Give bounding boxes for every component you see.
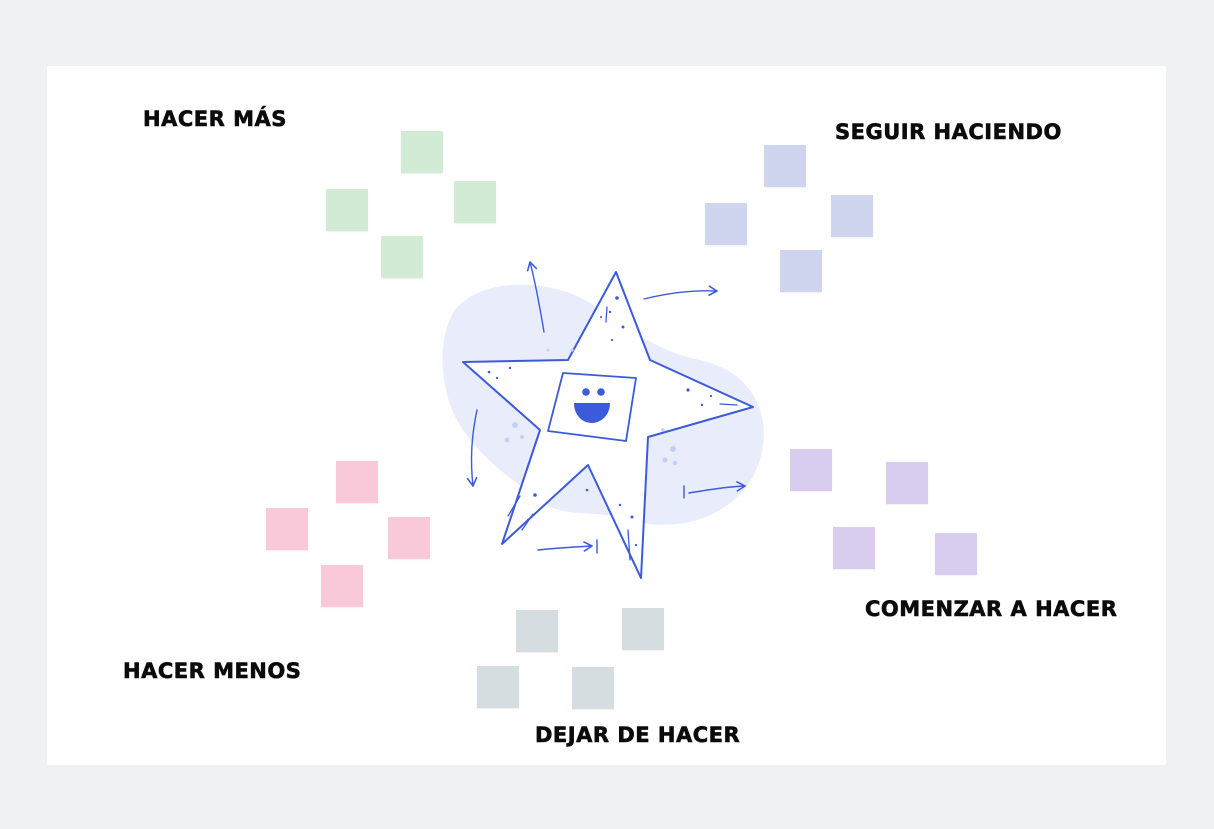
label-hacer-menos: HACER MENOS — [123, 659, 302, 684]
sticky-note-green[interactable] — [401, 131, 443, 173]
arrow-icon — [537, 541, 593, 552]
sticky-note-blue[interactable] — [764, 145, 806, 187]
sticky-note-blue[interactable] — [705, 203, 747, 245]
sticky-note-blue[interactable] — [831, 195, 873, 237]
sticky-note-pink[interactable] — [321, 565, 363, 607]
label-seguir-haciendo: SEGUIR HACIENDO — [835, 120, 1062, 145]
blob-dots — [504, 348, 678, 466]
arrow-icon — [526, 261, 545, 333]
eye-right — [597, 388, 605, 396]
arrow-icon — [688, 481, 746, 494]
arrow-icon — [466, 409, 478, 487]
sticky-note-purple[interactable] — [935, 533, 977, 575]
sticky-note-gray[interactable] — [572, 667, 614, 709]
sticky-note-green[interactable] — [381, 236, 423, 278]
label-dejar-de-hacer: DEJAR DE HACER — [535, 723, 741, 748]
sticky-note-purple[interactable] — [886, 462, 928, 504]
star-speckles — [487, 296, 713, 547]
sticky-note-gray[interactable] — [622, 608, 664, 650]
sticky-note-purple[interactable] — [790, 449, 832, 491]
star-texture-strokes — [507, 306, 738, 561]
arrow-icon — [643, 285, 718, 300]
sticky-note-purple[interactable] — [833, 527, 875, 569]
sticky-note-green[interactable] — [326, 189, 368, 231]
sticky-note-pink[interactable] — [388, 517, 430, 559]
sticky-note-blue[interactable] — [780, 250, 822, 292]
sticky-note-pink[interactable] — [336, 461, 378, 503]
sticky-note-gray[interactable] — [516, 610, 558, 652]
smiling-star-icon — [442, 261, 764, 579]
sticky-note-gray[interactable] — [477, 666, 519, 708]
sticky-note-green[interactable] — [454, 181, 496, 223]
label-hacer-mas: HACER MÁS — [143, 107, 287, 132]
label-comenzar-a-hacer: COMENZAR A HACER — [865, 597, 1118, 622]
eye-left — [582, 388, 590, 396]
smile — [574, 403, 610, 423]
sticky-note-pink[interactable] — [266, 508, 308, 550]
